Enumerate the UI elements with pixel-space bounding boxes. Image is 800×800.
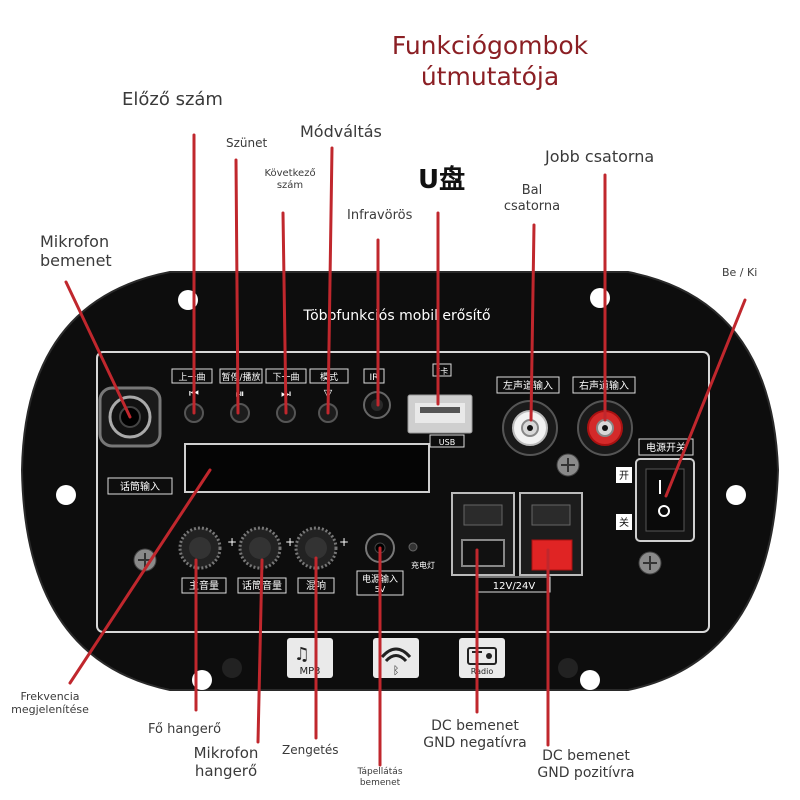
- label-dc-gnd-negative-line-2: GND negatívra: [423, 734, 527, 751]
- dc-terminal-positive[interactable]: [519, 492, 583, 576]
- label-mic-volume-line-2: hangerő: [194, 762, 258, 780]
- svg-text:MP3: MP3: [299, 666, 320, 677]
- label-infrared: Infravörös: [347, 208, 413, 223]
- label-freq-display: Frekvencia megjelenítése: [4, 690, 96, 716]
- label-main-volume: Fő hangerő: [148, 722, 222, 737]
- dc-terminal-negative[interactable]: [451, 492, 515, 576]
- label-left-channel-line-1: Bal: [521, 183, 543, 198]
- mic-input-silk: 话筒输入: [120, 480, 160, 493]
- power-rocker-switch[interactable]: [635, 458, 695, 542]
- svg-text:Radio: Radio: [471, 667, 494, 676]
- usb-silk: USB: [439, 438, 455, 447]
- mounting-hole: [726, 485, 746, 505]
- label-mic-input: Mikrofon bemenet: [40, 232, 112, 270]
- label-pause: Szünet: [226, 136, 268, 150]
- control-panel-border: [96, 351, 710, 633]
- label-power-input-line-1: Tápellátás: [357, 767, 403, 777]
- mounting-hole: [580, 670, 600, 690]
- left-rca-jack[interactable]: [502, 400, 558, 456]
- label-next-track-line-1: Következő: [264, 168, 316, 179]
- plus-mark: +: [227, 535, 237, 549]
- label-left-channel-line-2: csatorna: [503, 198, 561, 214]
- charge-led-silk: 充电灯: [411, 560, 435, 570]
- charge-led: [408, 542, 418, 552]
- board-title: Többfunkciós mobil erősítő: [302, 308, 490, 324]
- label-mic-input-line-1: Mikrofon: [40, 232, 110, 251]
- label-dc-gnd-positive: DC bemenet GND pozitívra: [524, 748, 648, 782]
- leader-lines: [64, 133, 747, 767]
- label-reverb: Zengetés: [282, 743, 339, 757]
- svg-text:♫: ♫: [294, 644, 310, 665]
- screw: [556, 453, 580, 477]
- mounting-hole: [590, 288, 610, 308]
- label-dc-gnd-negative: DC bemenet GND negatívra: [410, 718, 540, 752]
- label-freq-display-line-2: megjelenítése: [11, 703, 89, 717]
- guide-title-line-2: útmutatója: [420, 62, 560, 92]
- main-volume-silk: 主音量: [189, 579, 219, 592]
- fk-silk: F卡: [436, 366, 449, 376]
- mounting-hole: [56, 485, 76, 505]
- guide-title: Funkciógombok útmutatója: [370, 30, 610, 93]
- label-right-channel: Jobb csatorna: [545, 147, 655, 166]
- switch-off-silk: 关: [619, 516, 629, 529]
- label-dc-gnd-positive-line-1: DC bemenet: [542, 748, 630, 764]
- label-next-track-line-2: szám: [276, 180, 304, 191]
- svg-text:暂停/播放: 暂停/播放: [221, 371, 260, 383]
- label-mic-volume: Mikrofon hangerő: [186, 744, 266, 780]
- voltage-silk: 12V/24V: [493, 581, 536, 592]
- screw: [638, 551, 662, 575]
- mic-volume-knob[interactable]: [238, 526, 282, 570]
- label-power-input: Tápellátás bemenet: [352, 767, 408, 789]
- microphone-jack[interactable]: [98, 386, 162, 448]
- right-rca-jack[interactable]: [577, 400, 633, 456]
- reverb-knob[interactable]: [294, 526, 338, 570]
- label-power-switch: Be / Ki: [722, 266, 758, 279]
- label-prev-track: Előző szám: [122, 89, 223, 110]
- switch-on-silk: 开: [619, 471, 629, 482]
- pause-play-button[interactable]: [230, 403, 250, 423]
- label-mode-switch: Módváltás: [300, 122, 382, 141]
- main-volume-knob[interactable]: [178, 526, 222, 570]
- plus-mark: +: [285, 535, 295, 549]
- svg-text:IR: IR: [370, 373, 379, 383]
- svg-text:ᛒ: ᛒ: [393, 664, 400, 677]
- label-next-track: Következő szám: [256, 168, 324, 192]
- plus-mark: +: [339, 535, 349, 549]
- label-mic-input-line-2: bemenet: [40, 251, 112, 271]
- left-input-silk: 左声道输入: [503, 379, 553, 392]
- rubber-foot: [222, 658, 242, 678]
- rubber-foot: [558, 658, 578, 678]
- mp3-icon: ♫ MP3: [287, 638, 333, 678]
- label-dc-gnd-negative-line-1: DC bemenet: [431, 718, 519, 734]
- svg-text:上一曲: 上一曲: [178, 372, 205, 383]
- label-usb-disk: U盘: [418, 165, 466, 195]
- bluetooth-icon: ᛒ: [373, 638, 419, 678]
- label-left-channel: Bal csatorna: [496, 183, 568, 214]
- guide-title-line-1: Funkciógombok: [391, 31, 589, 60]
- power-switch-silk: 电源开关: [646, 441, 686, 454]
- label-dc-gnd-positive-line-2: GND pozitívra: [537, 764, 635, 781]
- radio-icon: Radio: [459, 638, 505, 678]
- label-freq-display-line-1: Frekvencia: [20, 690, 80, 703]
- label-power-input-line-2: bemenet: [359, 777, 401, 788]
- label-mic-volume-line-1: Mikrofon: [193, 744, 259, 762]
- play-pause-icon: ⏯: [236, 387, 245, 400]
- screw: [133, 548, 157, 572]
- usb-port[interactable]: [407, 394, 473, 434]
- frequency-display: [184, 443, 430, 493]
